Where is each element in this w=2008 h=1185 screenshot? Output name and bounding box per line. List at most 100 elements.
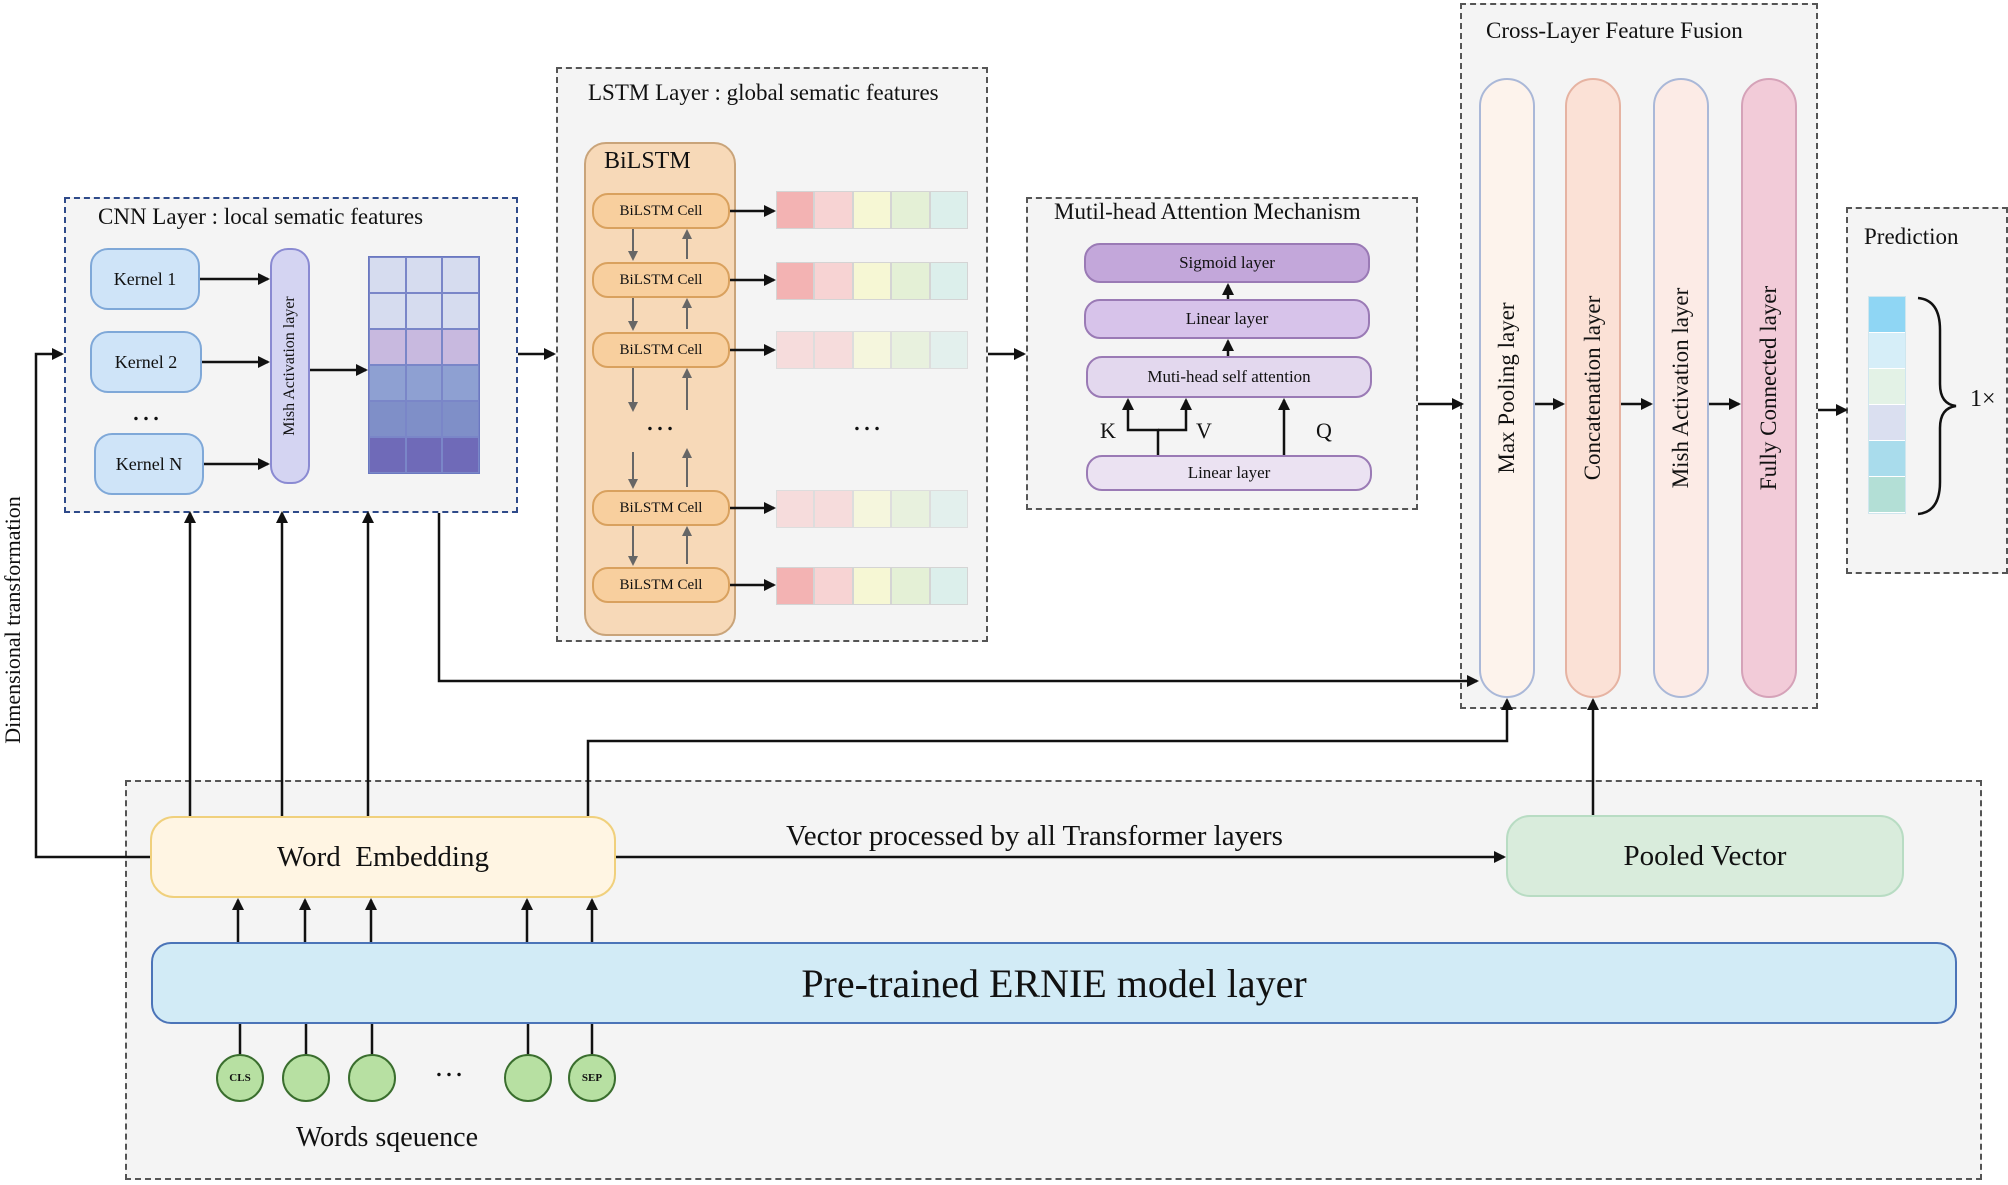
vector-cell	[814, 331, 853, 369]
token-word	[504, 1054, 552, 1102]
prediction-panel-title: Prediction	[1864, 224, 1959, 249]
vector-cell	[814, 191, 853, 229]
key-label: K	[1100, 418, 1116, 443]
max-pooling-layer: Max Pooling layer	[1479, 78, 1535, 698]
kernel-n: Kernel N	[94, 433, 204, 495]
ernie-model-layer: Pre-trained ERNIE model layer	[151, 942, 1957, 1024]
prediction-size-label: 1×	[1970, 386, 1996, 412]
feature-cell	[369, 401, 406, 437]
arrow	[34, 348, 150, 859]
vector-cell	[852, 490, 892, 528]
sigmoid-layer: Sigmoid layer	[1084, 243, 1370, 283]
multi-head-self-attention: Muti-head self attention	[1086, 356, 1372, 398]
prediction-cell	[1869, 333, 1905, 369]
vector-cell	[852, 567, 892, 605]
prediction-cell	[1869, 297, 1905, 333]
bilstm-cell: BiLSTM Cell	[592, 490, 730, 526]
fusion-mish-activation-layer: Mish Activation layer	[1653, 78, 1709, 698]
lstm-output-vector	[776, 191, 969, 229]
vector-cell	[776, 262, 815, 300]
bilstm-cell: BiLSTM Cell	[592, 193, 730, 229]
prediction-vector	[1868, 296, 1906, 514]
feature-cell	[405, 293, 443, 329]
token-word	[282, 1054, 330, 1102]
pooled-vector: Pooled Vector	[1506, 815, 1904, 897]
feature-cell	[442, 365, 479, 401]
token-sep: SEP	[568, 1054, 616, 1102]
lstm-output-vector	[776, 490, 969, 528]
word-embedding: Word Embedding	[150, 816, 616, 898]
vector-cell	[776, 567, 815, 605]
cnn-feature-map	[368, 256, 480, 474]
attention-panel-title: Mutil-head Attention Mechanism	[1054, 199, 1361, 224]
feature-cell	[442, 437, 479, 473]
arrow	[1122, 398, 1160, 455]
vector-cell	[891, 262, 930, 300]
feature-cell	[405, 257, 443, 293]
feature-cell	[442, 401, 479, 437]
attention-linear-layer-lower: Linear layer	[1086, 455, 1372, 491]
feature-cell	[369, 293, 406, 329]
vector-cell	[929, 490, 969, 528]
vector-cell	[852, 191, 892, 229]
vector-cell	[852, 331, 892, 369]
bilstm-ellipsis: …	[645, 404, 675, 437]
feature-cell	[369, 257, 406, 293]
vector-cell	[814, 490, 853, 528]
vector-ellipsis: …	[852, 404, 882, 437]
fully-connected-layer: Fully Connected layer	[1741, 78, 1797, 698]
bilstm-cell: BiLSTM Cell	[592, 332, 730, 368]
feature-cell	[442, 329, 479, 365]
feature-cell	[405, 437, 443, 473]
kernel-ellipsis: …	[131, 394, 161, 427]
vector-cell	[929, 567, 969, 605]
lstm-output-vector	[776, 262, 969, 300]
vector-cell	[929, 191, 969, 229]
prediction-cell	[1869, 477, 1905, 513]
vector-cell	[891, 490, 930, 528]
prediction-cell	[1869, 441, 1905, 477]
arrow	[437, 513, 1479, 687]
token-word	[348, 1054, 396, 1102]
vector-cell	[891, 331, 930, 369]
vector-cell	[814, 567, 853, 605]
feature-cell	[442, 257, 479, 293]
feature-cell	[442, 293, 479, 329]
bilstm-cell: BiLSTM Cell	[592, 262, 730, 298]
value-label: V	[1196, 418, 1212, 443]
fusion-panel-title: Cross-Layer Feature Fusion	[1486, 18, 1743, 43]
prediction-cell	[1869, 369, 1905, 405]
arrow	[586, 698, 1513, 816]
vector-cell	[852, 262, 892, 300]
kernel-1: Kernel 1	[90, 248, 200, 310]
vector-cell	[776, 191, 815, 229]
prediction-brace	[1917, 296, 1957, 516]
feature-cell	[369, 437, 406, 473]
feature-cell	[405, 401, 443, 437]
vector-cell	[929, 331, 969, 369]
lstm-output-vector	[776, 331, 969, 369]
vector-cell	[776, 490, 815, 528]
vector-cell	[891, 567, 930, 605]
vector-cell	[814, 262, 853, 300]
cnn-mish-activation-layer: Mish Activation layer	[270, 248, 310, 484]
lstm-panel-title: LSTM Layer : global sematic features	[588, 80, 939, 105]
concatenation-layer: Concatenation layer	[1565, 78, 1621, 698]
vector-cell	[891, 191, 930, 229]
bilstm-cell: BiLSTM Cell	[592, 567, 730, 603]
vector-cell	[776, 331, 815, 369]
lstm-output-vector	[776, 567, 969, 605]
feature-cell	[369, 365, 406, 401]
bilstm-block-label: BiLSTM	[604, 148, 691, 174]
token-ellipsis: …	[434, 1050, 464, 1083]
kernel-2: Kernel 2	[90, 331, 202, 393]
attention-linear-layer-upper: Linear layer	[1084, 299, 1370, 339]
feature-cell	[369, 329, 406, 365]
words-sequence-label: Words sqeuence	[296, 1122, 479, 1153]
cnn-panel-title: CNN Layer : local sematic features	[98, 204, 424, 229]
feature-cell	[405, 365, 443, 401]
prediction-cell	[1869, 405, 1905, 441]
token-cls: CLS	[216, 1054, 264, 1102]
arrow	[1158, 398, 1192, 432]
